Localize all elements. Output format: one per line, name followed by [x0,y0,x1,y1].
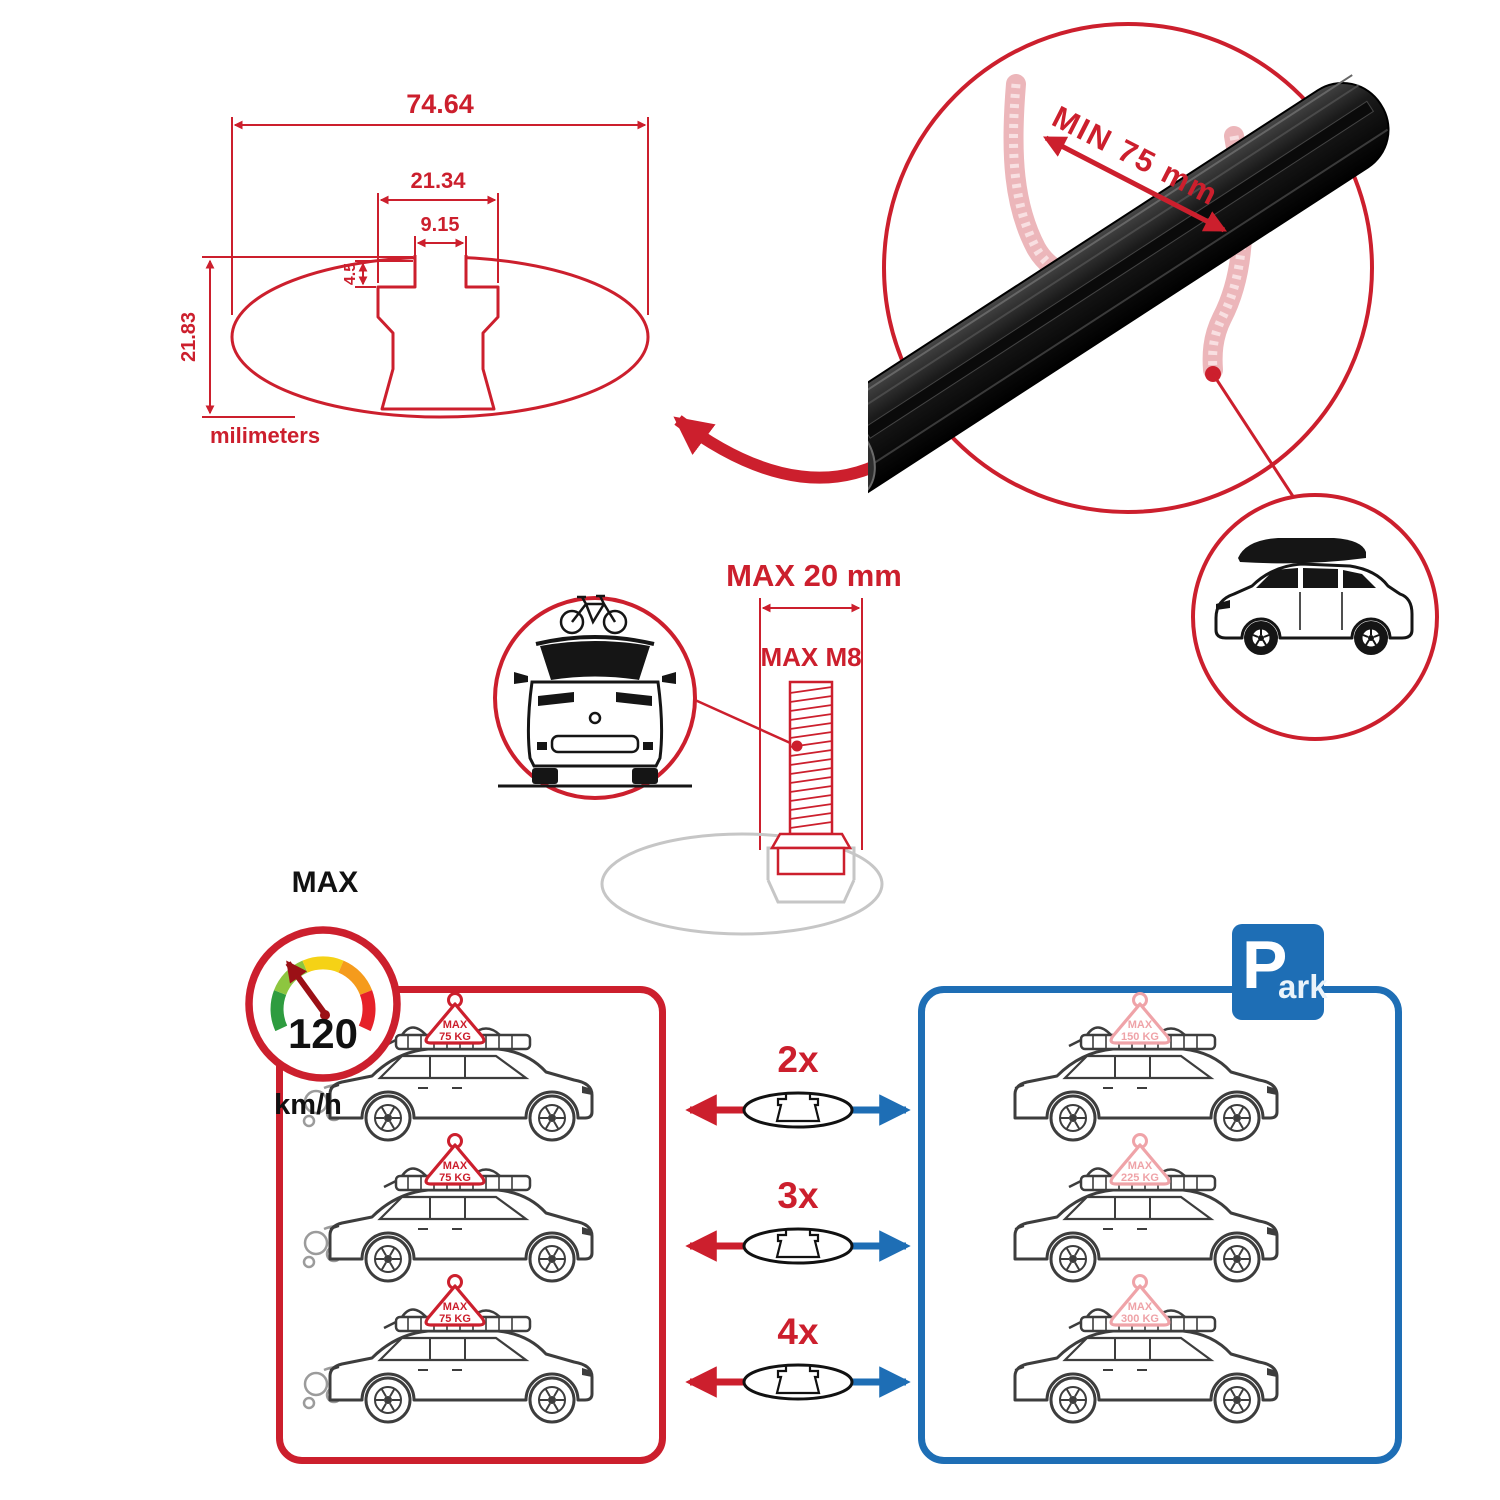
dim-lip-depth: 4.5 [342,263,359,285]
tag-max-label: MAX [443,1301,468,1313]
load-tag: MAX 75 KG [424,1132,486,1186]
bar-count-row: 2x [685,1039,911,1129]
crossbar-3d [868,74,1390,503]
tag-kg-label: 300 KG [1121,1313,1159,1325]
speed-value: 120 [288,1010,358,1057]
roof-box [1238,538,1366,564]
bolt-callout-line [694,698,798,748]
tag-kg-label: 150 KG [1121,1031,1159,1043]
dim-slot-width: 9.15 [421,214,460,236]
driving-car-row: MAX 75 KG [302,1273,644,1430]
tag-kg-label: 225 KG [1121,1172,1159,1184]
car-front-bike-circle [493,594,697,800]
load-tag: MAX 300 KG [1109,1273,1171,1327]
load-tag: MAX 225 KG [1109,1132,1171,1186]
min-span-label: MIN 75 mm [1047,99,1225,213]
parked-car-row: MAX 225 KG [985,1132,1329,1289]
driving-car-row: MAX 75 KG [302,991,644,1148]
suv-side-view [1214,562,1414,655]
min-span-arrow [1043,135,1227,233]
detail-circle-outline [882,22,1374,514]
crossbar-detail-circle: MIN 75 mm [868,22,1390,514]
driving-panel [276,986,666,1464]
tag-max-label: MAX [443,1160,468,1172]
max-thread-label: MAX M8 [760,642,861,672]
units-label: milimeters [210,423,320,448]
bar-count-label: 3x [777,1175,819,1216]
parked-panel [918,986,1402,1464]
tag-max-label: MAX [443,1019,468,1031]
park-sign-rest: ark [1278,968,1328,1005]
max-width-label: MAX 20 mm [726,558,902,593]
gauge-needle [285,960,328,1016]
load-tag: MAX 75 KG [424,991,486,1045]
gauge-circle [245,926,401,1082]
parked-car-row: MAX 150 KG [985,991,1329,1148]
load-tag: MAX 75 KG [424,1273,486,1327]
tag-kg-label: 75 KG [439,1313,471,1325]
bolt-diagram: MAX 20 mm MAX M8 [600,558,902,936]
tag-max-label: MAX [1128,1160,1153,1172]
profile-dimension-drawing: 74.64 21.34 9.15 4.5 21.83 milimeters [178,89,650,448]
dim-total-height: 21.83 [178,312,200,362]
park-sign: P ark [1232,924,1328,1020]
bar-count-label: 4x [777,1311,819,1352]
bar-count-row: 4x [685,1311,911,1401]
bike-icon [559,594,628,635]
bar-count-label: 2x [777,1039,819,1080]
parked-car-row: MAX 300 KG [985,1273,1329,1430]
tag-kg-label: 75 KG [439,1172,471,1184]
crossbar-profile-icon [742,1091,854,1129]
gauge-max-label: MAX [292,866,359,899]
driving-car-row: MAX 75 KG [302,1132,644,1289]
dim-total-width: 74.64 [406,89,474,119]
suv-roofbox-circle [1191,493,1439,741]
tag-max-label: MAX [1128,1301,1153,1313]
bar-count-row: 3x [685,1175,911,1265]
tag-kg-label: 75 KG [439,1031,471,1043]
crossbar-profile-icon [742,1227,854,1265]
load-tag: MAX 150 KG [1109,991,1171,1045]
dim-channel-width: 21.34 [410,168,466,193]
car-front-view [498,635,692,788]
detail-callout-arrow [673,415,904,484]
profile-t-slot [376,255,500,411]
speed-limit-gauge: MAX 120 km/h [245,866,401,1121]
suv-callout-line [1211,373,1300,505]
park-sign-letter: P [1242,927,1288,1003]
t-bolt [769,680,853,876]
tag-max-label: MAX [1128,1019,1153,1031]
crossbar-profile-icon [742,1363,854,1401]
speed-unit: km/h [274,1089,342,1121]
